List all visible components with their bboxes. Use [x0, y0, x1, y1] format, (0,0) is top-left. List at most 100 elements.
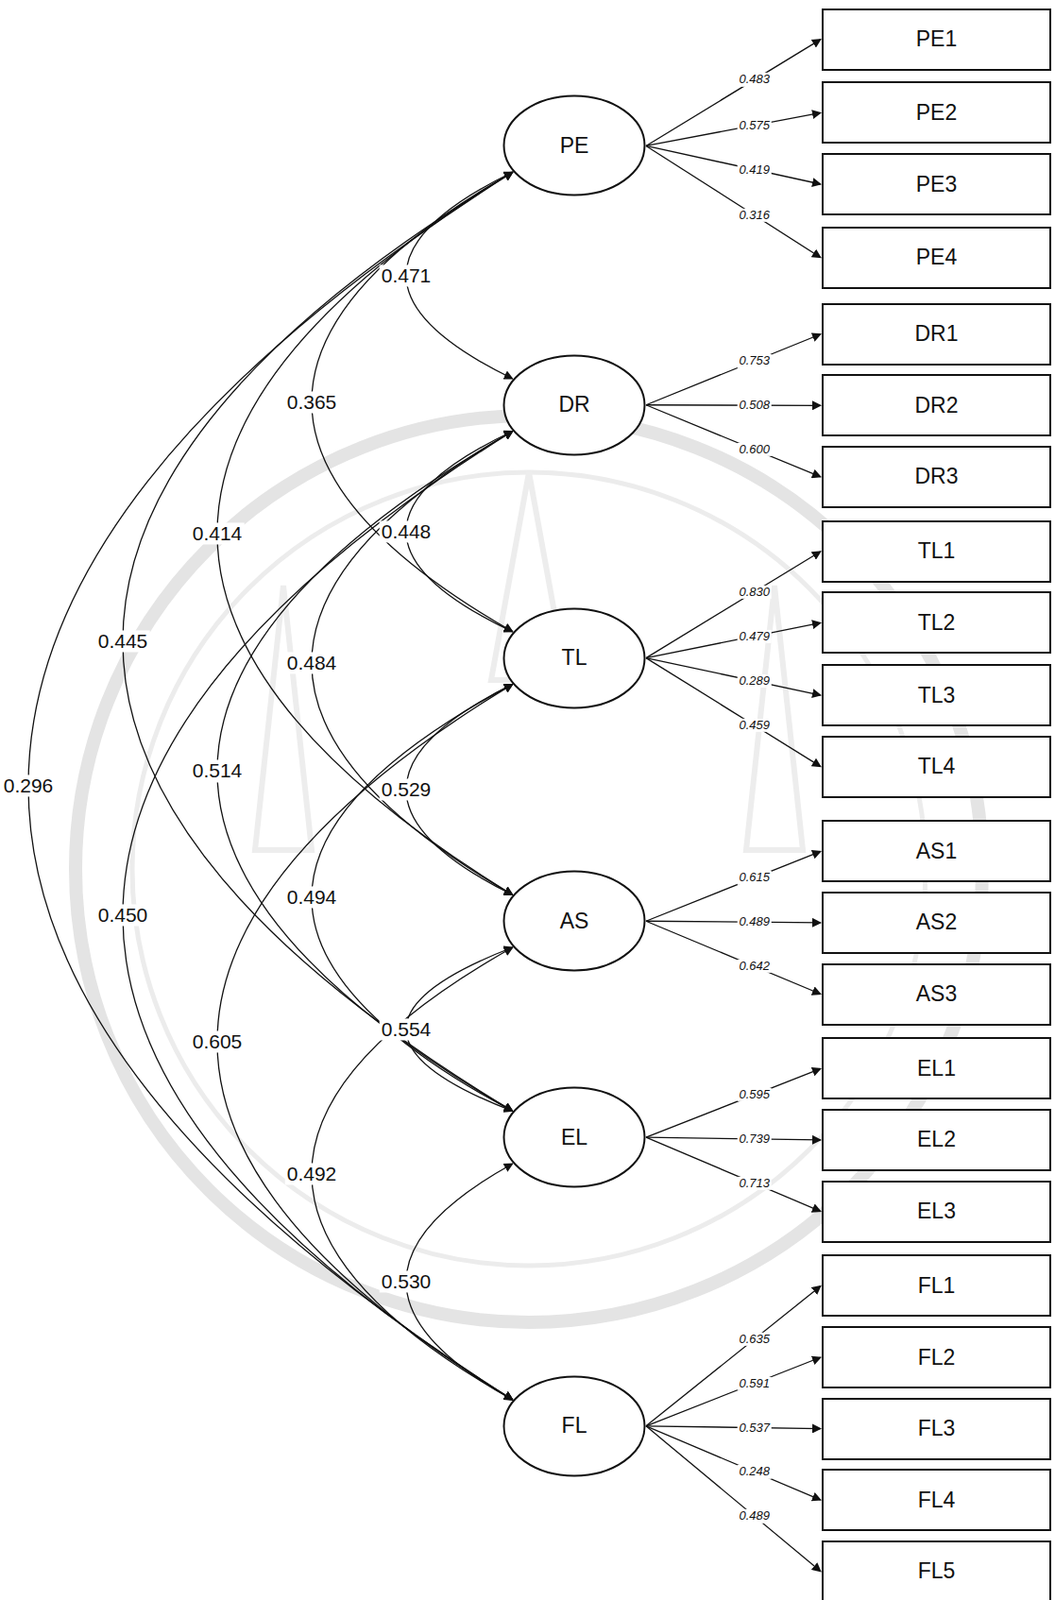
loading-arrow [646, 1137, 821, 1141]
correlation-curve [122, 171, 513, 1111]
loading-arrow [646, 145, 821, 185]
loading-arrow [646, 405, 821, 477]
indicator-label: DR3 [914, 463, 958, 490]
latent-ellipse: FL [502, 1375, 647, 1478]
loading-value: 0.713 [736, 1176, 772, 1191]
indicator-label: PE4 [916, 244, 957, 271]
indicator-box: AS1 [821, 819, 1052, 883]
correlation-curve [217, 683, 513, 1400]
loading-arrow [646, 622, 821, 658]
loading-arrow [646, 1357, 821, 1427]
loading-value: 0.600 [736, 442, 772, 457]
loading-value: 0.739 [736, 1132, 772, 1146]
indicator-label: FL1 [918, 1273, 956, 1299]
indicator-box: FL1 [821, 1254, 1052, 1317]
loading-value: 0.489 [736, 1509, 772, 1523]
indicator-label: PE1 [916, 26, 957, 52]
indicator-box: FL3 [821, 1397, 1052, 1461]
loading-value: 0.642 [736, 959, 772, 973]
indicator-box: PE4 [821, 226, 1052, 290]
latent-ellipse: DR [502, 354, 647, 457]
correlation-value: 0.414 [190, 522, 245, 545]
correlation-curve [28, 171, 513, 1400]
latent-ellipse: TL [502, 607, 647, 710]
indicator-label: TL2 [918, 610, 956, 636]
correlation-value: 0.471 [379, 264, 434, 287]
indicator-label: PE3 [916, 171, 957, 198]
correlation-curve [122, 431, 513, 1401]
loading-value: 0.830 [736, 585, 772, 599]
indicator-box: EL2 [821, 1108, 1052, 1172]
correlation-value: 0.484 [285, 651, 340, 674]
indicator-label: FL5 [918, 1558, 956, 1584]
indicator-label: FL2 [918, 1344, 956, 1371]
correlation-curve [311, 683, 513, 1111]
indicator-label: PE2 [916, 100, 957, 126]
indicator-box: TL1 [821, 520, 1052, 583]
indicator-box: DR1 [821, 303, 1052, 366]
correlation-value: 0.530 [379, 1270, 434, 1293]
correlation-value: 0.492 [285, 1162, 340, 1185]
indicator-box: PE2 [821, 81, 1052, 144]
indicator-label: DR2 [914, 392, 958, 419]
loading-value: 0.248 [736, 1464, 772, 1479]
indicator-box: AS3 [821, 963, 1052, 1026]
loading-arrow [646, 551, 821, 659]
indicator-label: EL1 [917, 1055, 956, 1082]
loading-value: 0.575 [736, 119, 772, 133]
correlation-value: 0.494 [285, 886, 340, 909]
indicator-box: TL3 [821, 663, 1052, 727]
loading-arrow [646, 1285, 821, 1426]
correlation-value: 0.445 [96, 630, 151, 653]
indicator-box: EL3 [821, 1180, 1052, 1243]
indicator-box: PE3 [821, 153, 1052, 216]
indicator-label: TL4 [918, 753, 956, 780]
indicator-box: FL5 [821, 1540, 1052, 1600]
loading-value: 0.489 [736, 915, 772, 929]
indicator-box: TL4 [821, 735, 1052, 799]
loading-value: 0.483 [736, 72, 772, 86]
loading-arrow [646, 850, 821, 921]
loading-arrow [646, 658, 821, 767]
loading-value: 0.479 [736, 629, 772, 643]
loading-arrow [646, 1068, 821, 1138]
latent-label: FL [561, 1412, 588, 1439]
indicator-label: EL2 [917, 1126, 956, 1153]
indicator-box: DR2 [821, 374, 1052, 437]
indicator-box: DR3 [821, 445, 1052, 509]
loading-value: 0.289 [736, 674, 772, 688]
loading-value: 0.316 [736, 208, 772, 222]
correlation-value: 0.296 [1, 775, 56, 798]
correlation-value: 0.605 [190, 1031, 245, 1054]
indicator-box: AS2 [821, 891, 1052, 954]
loading-arrow [646, 1426, 821, 1430]
indicator-box: FL2 [821, 1326, 1052, 1389]
correlation-value: 0.450 [96, 904, 151, 927]
loading-arrow [646, 39, 821, 147]
indicator-label: EL3 [917, 1198, 956, 1225]
loading-value: 0.635 [736, 1332, 772, 1346]
loading-value: 0.595 [736, 1088, 772, 1102]
loading-value: 0.591 [736, 1377, 772, 1391]
correlation-curve [311, 431, 513, 896]
correlation-value: 0.529 [379, 778, 434, 800]
correlation-value: 0.514 [190, 760, 245, 783]
indicator-label: DR1 [914, 321, 958, 347]
indicator-box: EL1 [821, 1037, 1052, 1100]
indicator-box: FL4 [821, 1468, 1052, 1532]
correlation-curve [311, 947, 513, 1400]
latent-label: DR [558, 391, 590, 418]
loading-value: 0.508 [736, 398, 772, 412]
indicator-label: FL4 [918, 1487, 956, 1514]
indicator-label: AS2 [916, 909, 957, 936]
loading-arrow [646, 1137, 821, 1211]
indicator-label: FL3 [918, 1415, 956, 1442]
latent-label: PE [560, 133, 590, 159]
loading-arrow [646, 1426, 821, 1500]
loading-value: 0.537 [736, 1420, 772, 1434]
indicator-box: TL2 [821, 591, 1052, 654]
latent-ellipse: EL [502, 1086, 647, 1189]
indicator-label: TL1 [918, 538, 956, 564]
loading-arrow [646, 920, 821, 923]
loading-arrow [646, 145, 821, 257]
